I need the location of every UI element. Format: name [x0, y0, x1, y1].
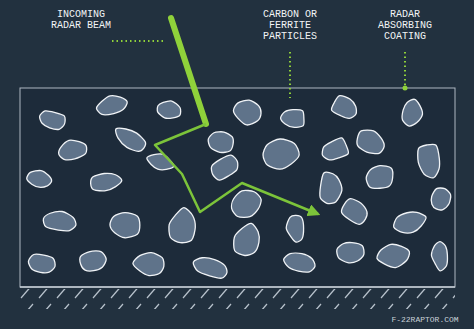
- particle: [284, 253, 315, 272]
- particle: [320, 172, 342, 203]
- incoming-beam: [171, 18, 206, 124]
- particle: [233, 100, 261, 125]
- particle: [418, 144, 440, 178]
- particle: [193, 258, 227, 279]
- particle: [43, 211, 76, 230]
- particle: [208, 132, 233, 153]
- particle: [234, 223, 259, 255]
- callout-label: INCOMING RADAR BEAM: [50, 9, 112, 31]
- particle: [133, 253, 164, 276]
- particle: [322, 138, 348, 160]
- particle: [394, 212, 426, 233]
- particle: [366, 166, 393, 189]
- particle: [96, 96, 127, 115]
- particle: [231, 190, 261, 217]
- particle: [337, 243, 364, 263]
- particle: [169, 208, 195, 243]
- leader-line: [289, 52, 291, 98]
- particle: [59, 140, 87, 160]
- particle: [431, 242, 447, 271]
- particles: [27, 96, 451, 279]
- watermark: F-22RAPTOR.COM: [380, 314, 470, 325]
- substrate-surface: [20, 286, 455, 288]
- leader-dot: [403, 86, 408, 91]
- absorbing-coating: [20, 88, 455, 287]
- particle: [80, 251, 106, 271]
- particle: [281, 110, 304, 128]
- particle: [110, 213, 140, 238]
- particle: [28, 254, 55, 273]
- particle: [341, 199, 367, 225]
- particle: [263, 139, 299, 169]
- particle: [377, 244, 410, 267]
- particle: [431, 188, 450, 210]
- radar-beam: [155, 18, 318, 214]
- particle: [286, 215, 303, 242]
- particle: [91, 173, 122, 190]
- scattered-beam: [155, 124, 318, 214]
- particle: [357, 130, 384, 154]
- callout-label: RADAR ABSORBING COATING: [374, 9, 436, 42]
- leader-line: [404, 52, 406, 86]
- particle: [40, 111, 66, 130]
- callout-label: CARBON OR FERRITE PARTICLES: [259, 9, 321, 42]
- particle: [402, 99, 422, 126]
- particle: [27, 171, 52, 188]
- substrate-hatching: [20, 289, 455, 309]
- particle: [116, 128, 146, 151]
- leader-line: [112, 40, 163, 42]
- particle: [331, 96, 356, 119]
- particle: [157, 101, 180, 118]
- particle: [211, 155, 237, 180]
